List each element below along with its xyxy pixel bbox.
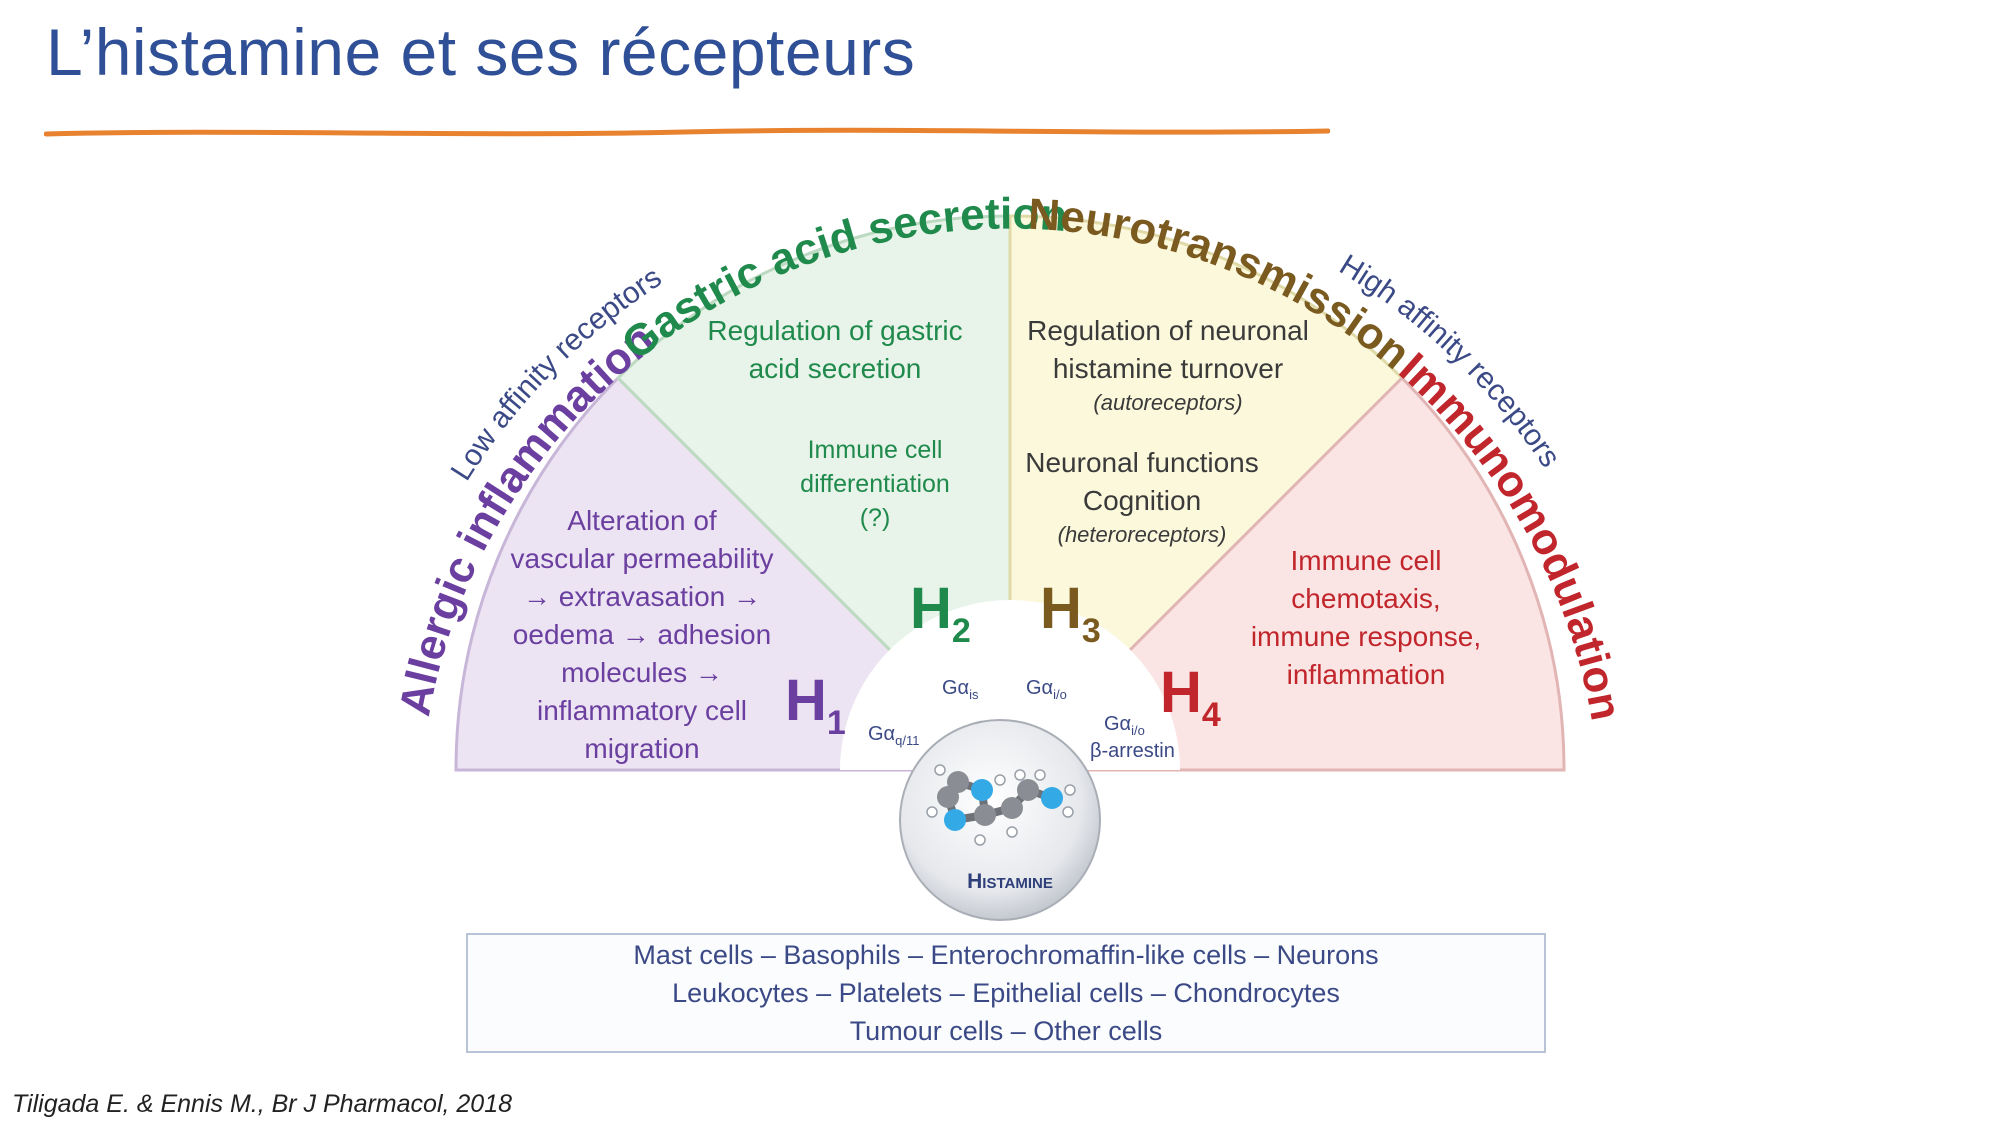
cell-types-line: Leukocytes – Platelets – Epithelial cell… xyxy=(672,978,1340,1008)
svg-text:Neuronal functions: Neuronal functions xyxy=(1025,447,1258,478)
cell-types-line: Mast cells – Basophils – Enterochromaffi… xyxy=(633,940,1379,970)
slide-title: L’histamine et ses récepteurs xyxy=(46,15,916,89)
h1-receptor-name: H1 xyxy=(785,668,846,742)
svg-text:→ extravasation →: → extravasation → xyxy=(523,581,761,612)
svg-text:immune response,: immune response, xyxy=(1251,621,1481,652)
h3-receptor-name: H3 xyxy=(1040,576,1101,650)
svg-text:inflammatory cell: inflammatory cell xyxy=(537,695,747,726)
h4-receptor-name: H4 xyxy=(1160,660,1221,734)
h3-g-protein: Gαi/o xyxy=(1026,677,1067,702)
svg-text:oedema → adhesion: oedema → adhesion xyxy=(513,619,771,650)
svg-text:chemotaxis,: chemotaxis, xyxy=(1291,583,1440,614)
h1-description: Alteration of vascular permeability → ex… xyxy=(511,505,774,764)
svg-text:histamine turnover: histamine turnover xyxy=(1053,353,1283,384)
svg-text:Regulation of neuronal: Regulation of neuronal xyxy=(1027,315,1309,346)
cell-types-box: Mast cells – Basophils – Enterochromaffi… xyxy=(466,933,1546,1053)
h2-receptor-name: H2 xyxy=(910,576,971,650)
h1-g-protein: Gαq/11 xyxy=(868,723,919,748)
h4-description: Immune cell chemotaxis, immune response,… xyxy=(1251,545,1481,690)
svg-text:vascular permeability: vascular permeability xyxy=(511,543,774,574)
histamine-molecule: Histamine xyxy=(899,719,1101,921)
h2-description: Regulation of gastric acid secretion Imm… xyxy=(707,315,962,532)
center-hub xyxy=(840,600,1180,770)
citation: Tiligada E. & Ennis M., Br J Pharmacol, … xyxy=(12,1090,512,1118)
h4-g-protein: Gαi/o xyxy=(1104,713,1145,738)
svg-text:(autoreceptors): (autoreceptors) xyxy=(1093,390,1242,415)
svg-text:Immune cell: Immune cell xyxy=(808,436,943,464)
svg-text:(heteroreceptors): (heteroreceptors) xyxy=(1058,522,1227,547)
h4-arrestin: β-arrestin xyxy=(1090,740,1175,762)
svg-text:migration: migration xyxy=(584,733,699,764)
title-underline xyxy=(44,127,1330,137)
svg-text:(?): (?) xyxy=(860,504,891,532)
svg-text:Immune cell: Immune cell xyxy=(1291,545,1442,576)
svg-text:molecules →: molecules → xyxy=(561,657,723,688)
svg-text:inflammation: inflammation xyxy=(1287,659,1446,690)
svg-text:Alteration of: Alteration of xyxy=(567,505,717,536)
svg-text:Cognition: Cognition xyxy=(1083,485,1201,516)
h3-description: Regulation of neuronal histamine turnove… xyxy=(1025,315,1309,547)
svg-text:differentiation: differentiation xyxy=(800,470,950,498)
histamine-label: Histamine xyxy=(967,870,1053,893)
svg-text:acid secretion: acid secretion xyxy=(749,353,922,384)
cell-types-line: Tumour cells – Other cells xyxy=(849,1016,1163,1046)
h2-g-protein: Gαis xyxy=(942,677,979,702)
svg-text:Regulation of gastric: Regulation of gastric xyxy=(707,315,962,346)
